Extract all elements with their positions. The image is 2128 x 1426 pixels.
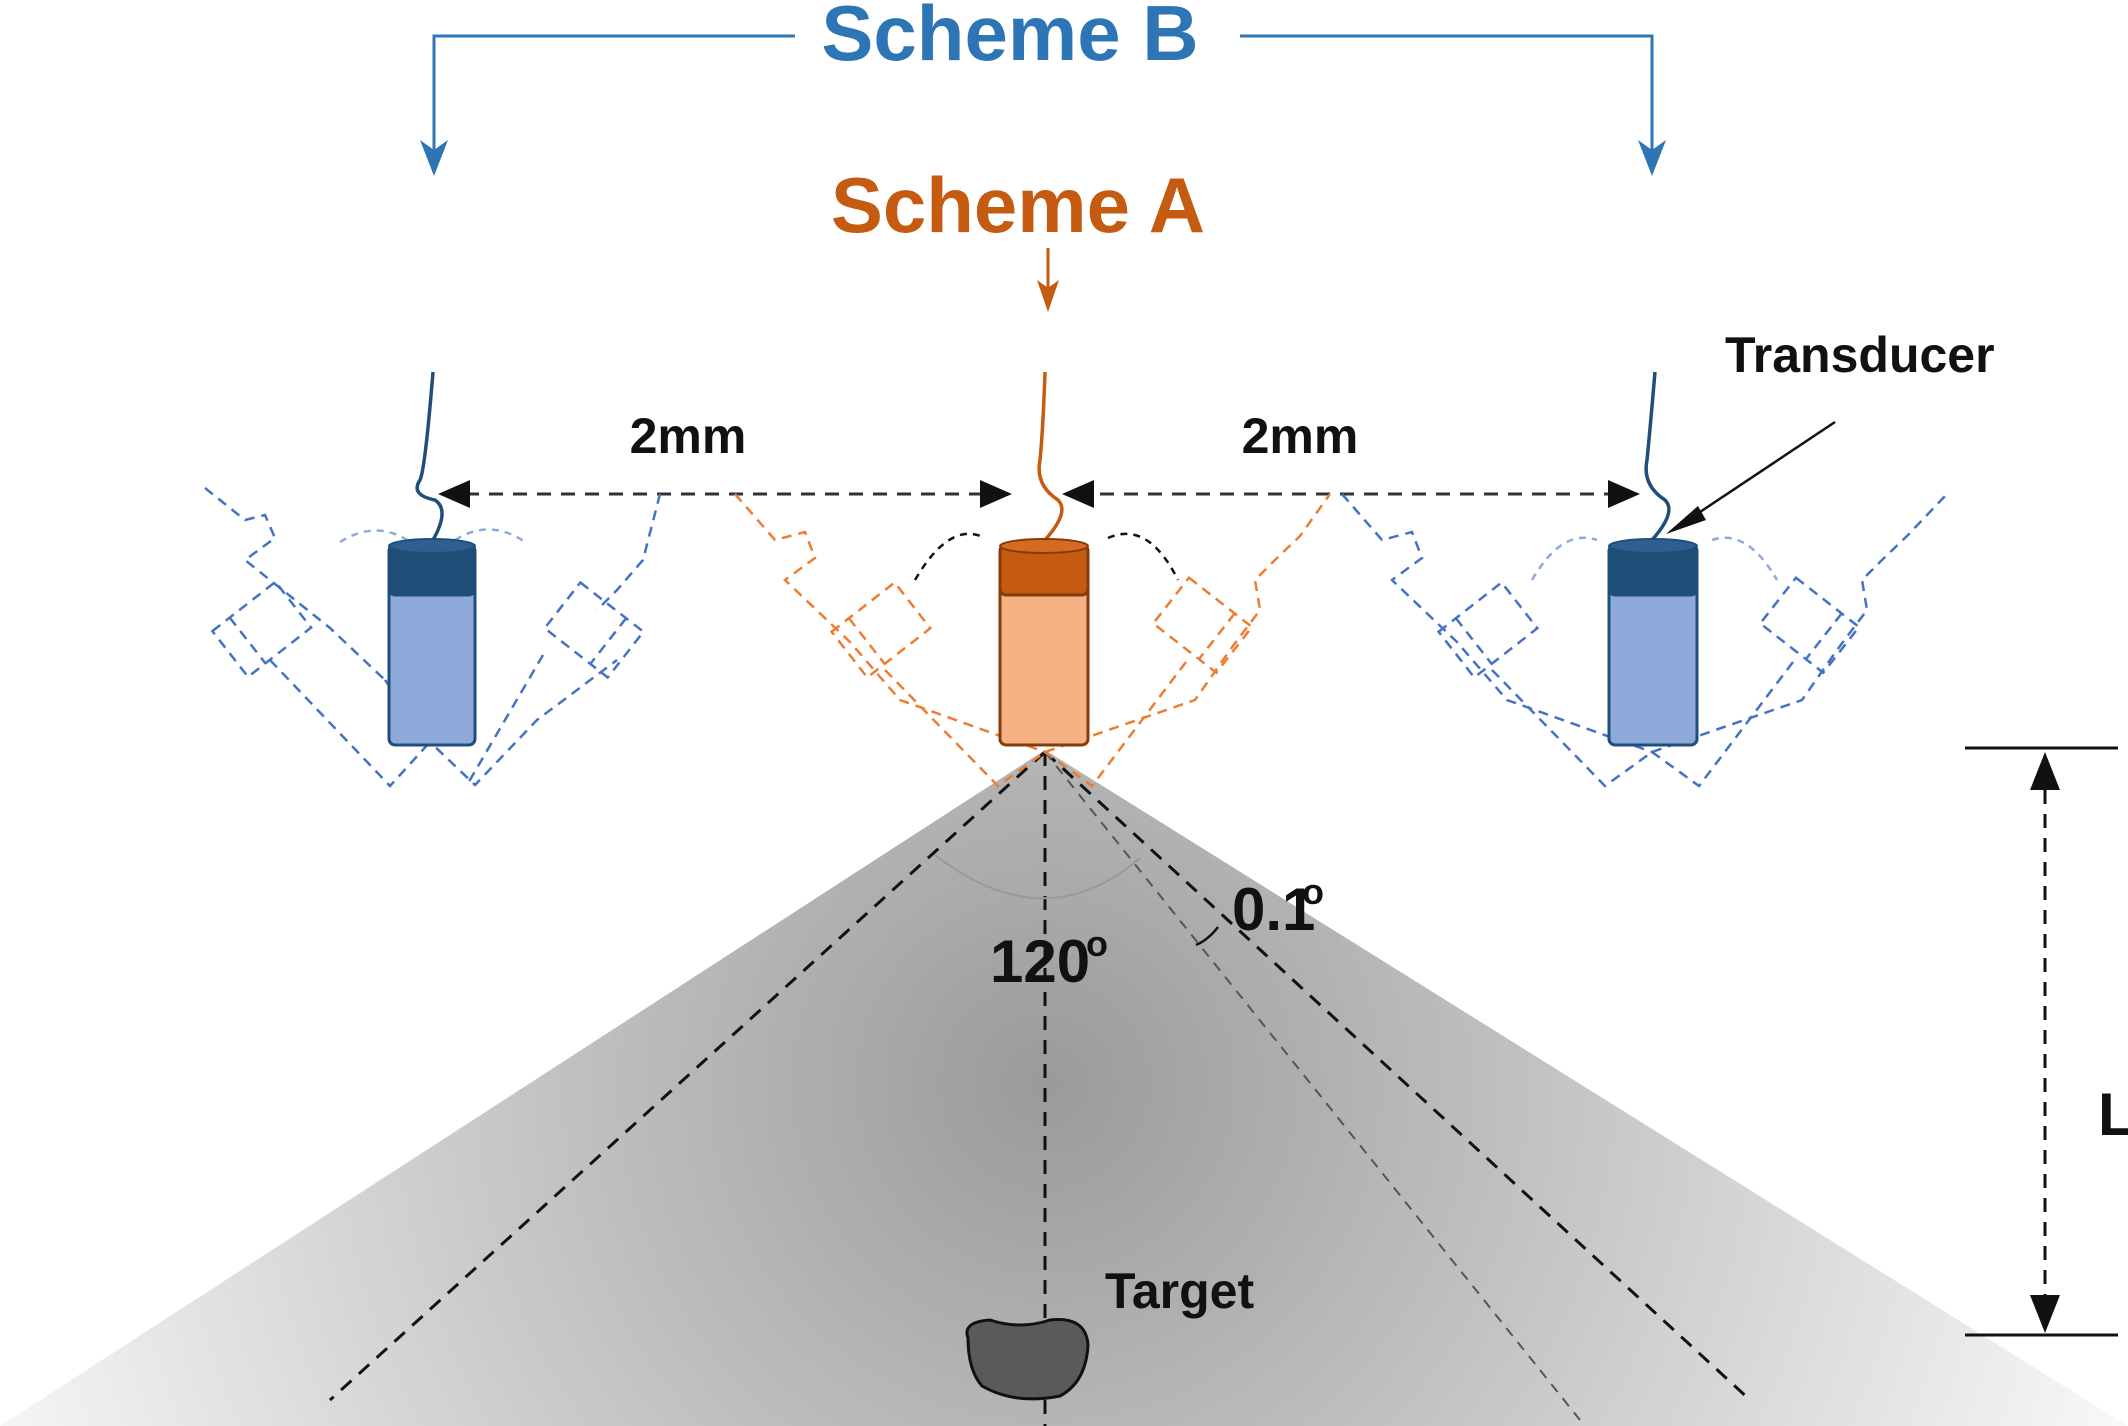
beam-angle-arc [934, 854, 1141, 900]
target-label: Target [1105, 1263, 1254, 1319]
scheme-b-bracket [420, 34, 1666, 176]
spacing-left-label: 2mm [630, 408, 747, 464]
beam-angle-unit: o [1086, 923, 1108, 964]
step-angle-label: 0.1 [1232, 876, 1315, 943]
step-angle-unit: o [1302, 871, 1324, 912]
beam-lines [328, 750, 1752, 1426]
transducer-right-group [1341, 371, 1948, 788]
distance-indicator [1965, 746, 2118, 1337]
transducer-center-group [734, 371, 1332, 788]
scheme-a-label: Scheme A [831, 161, 1205, 249]
spacing-dimension [438, 480, 1640, 508]
transducer-pointer [1666, 420, 1836, 534]
scheme-b-label: Scheme B [821, 0, 1198, 77]
step-angle-arc [1195, 926, 1219, 947]
transducer-label: Transducer [1725, 327, 1995, 383]
spacing-right-label: 2mm [1242, 408, 1359, 464]
transducer-center [998, 538, 1090, 747]
target-shape [965, 1318, 1090, 1401]
transducer-left [387, 538, 477, 747]
transducer-left-group [204, 371, 662, 788]
distance-label: L [2098, 1081, 2128, 1148]
transducer-right [1607, 538, 1699, 747]
beam-angle-label: 120 [990, 928, 1090, 995]
scheme-a-arrow [1037, 248, 1059, 312]
